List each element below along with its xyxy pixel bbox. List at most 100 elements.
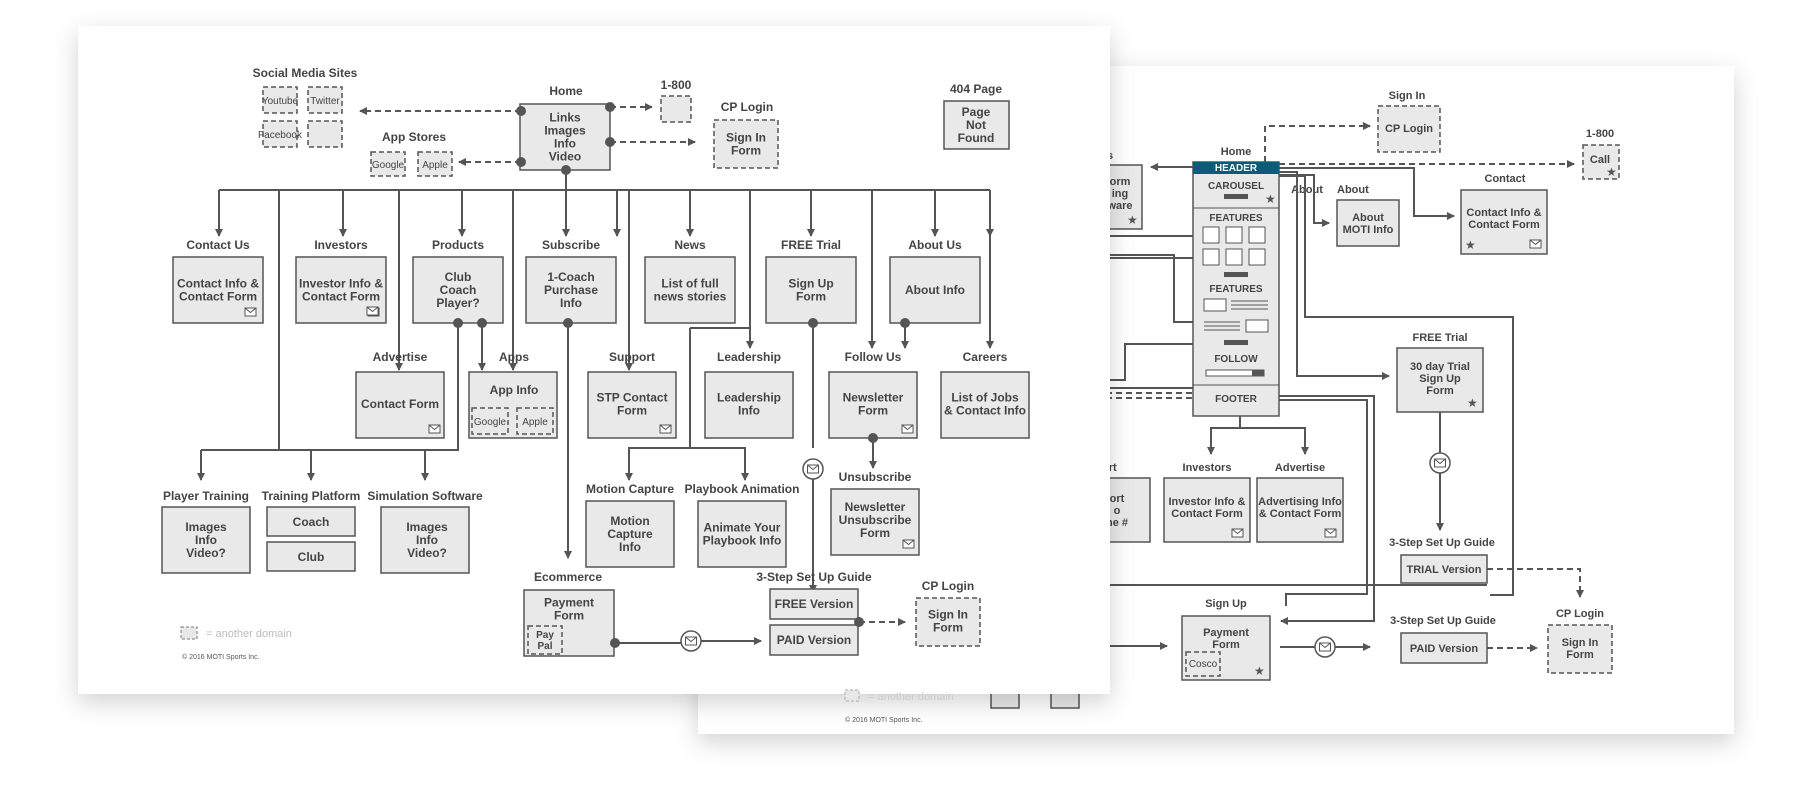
- contact-text-line: Contact Form: [179, 290, 257, 304]
- paid-version-text-line: PAID Version: [777, 633, 851, 647]
- star-icon: ★: [1606, 165, 1617, 179]
- cp-login2-box: [915, 597, 981, 647]
- social-title: Social Media Sites: [253, 66, 358, 80]
- mail-icon-flap: [1434, 458, 1446, 465]
- mail-icon: [901, 424, 914, 434]
- mail-icon-flap: [685, 636, 697, 643]
- home-text-line: Info: [554, 137, 576, 151]
- mail-icon-flap: [1231, 528, 1244, 535]
- back-carousel-bar: [1224, 194, 1248, 199]
- mail-icon: [902, 539, 915, 549]
- back-home-to-signup: [1279, 395, 1375, 625]
- cp-login-text-line: Sign In: [726, 131, 766, 145]
- cp-login-title: CP Login: [721, 100, 773, 114]
- back-paid-version-text-line: PAID Version: [1410, 643, 1479, 655]
- coach-text-line: Coach: [293, 515, 330, 529]
- apps-store-label: Google: [474, 417, 507, 428]
- back-investors-text-line: Contact Form: [1171, 508, 1243, 520]
- player-training-text-line: Info: [195, 533, 217, 547]
- subscribe-text-line: Info: [560, 296, 582, 310]
- 1800-box: [660, 95, 692, 123]
- leadership-text-line: Leadership: [717, 391, 781, 405]
- back-home-to-trial: [1279, 171, 1390, 380]
- back-freetrial-text-line: Form: [1426, 385, 1454, 397]
- social-site-label: Facebook: [258, 130, 303, 141]
- back-advertise-text-line: Advertising Info: [1258, 496, 1342, 508]
- back-investors-title: Investors: [1183, 462, 1232, 474]
- unsubscribe-text-line: Unsubscribe: [839, 513, 912, 527]
- back-trial-version-text-line: TRIAL Version: [1407, 564, 1482, 576]
- back-paid-version-box: [1400, 632, 1488, 664]
- back-feature-tile: [1248, 248, 1266, 266]
- legend-swatch: [180, 626, 198, 640]
- back-left-text-line: orm: [1110, 176, 1131, 188]
- mail-icon: [807, 464, 819, 474]
- player-training-text-line: Images: [185, 520, 227, 534]
- advertise-text-line: Contact Form: [361, 397, 439, 411]
- investors-title: Investors: [314, 238, 368, 252]
- back-cplogin-text-line: Sign In: [1562, 637, 1599, 649]
- back-home-left5: [1106, 343, 1193, 381]
- mail-icon-flap: [1529, 239, 1542, 246]
- freetrial-title: FREE Trial: [781, 238, 841, 252]
- back-investors-text-line: Investor Info &: [1168, 496, 1245, 508]
- back-support-text-line: ne #: [1106, 517, 1128, 529]
- leadership-text-line: Info: [738, 404, 760, 418]
- mail-icon: [1319, 642, 1331, 652]
- mail-icon-flap: [1319, 642, 1331, 649]
- back-setup2-title: 3-Step Set Up Guide: [1390, 615, 1496, 627]
- paypal-box: [527, 625, 563, 655]
- simulation-text-line: Info: [416, 533, 438, 547]
- 404-title: 404 Page: [950, 82, 1002, 96]
- social-site-box: [262, 86, 298, 114]
- back-freetrial-text-line: Sign Up: [1419, 373, 1461, 385]
- about-box: [889, 256, 981, 324]
- home-text-line: Images: [544, 124, 586, 138]
- back-home-to-contact: [1279, 167, 1455, 220]
- playbook-text-line: Playbook Info: [703, 534, 782, 548]
- news-box: [644, 256, 736, 324]
- back-1800-text-line: Call: [1590, 154, 1610, 166]
- paypal-text-line: Pay: [536, 630, 554, 641]
- motion-text-line: Capture: [607, 527, 653, 541]
- back-about-title2: About: [1337, 184, 1369, 196]
- back-feature-tile: [1225, 248, 1243, 266]
- apps-store-box: [471, 407, 509, 435]
- app-stores-title: App Stores: [382, 130, 446, 144]
- back-feature-tile: [1225, 226, 1243, 244]
- back-features-bar: [1224, 272, 1248, 277]
- mail-icon: [244, 307, 257, 317]
- back-feature-thumb: [1203, 298, 1227, 312]
- club-box: [266, 541, 356, 572]
- back-setup1-title: 3-Step Set Up Guide: [1389, 537, 1495, 549]
- app-store-box: [370, 151, 406, 177]
- coach-box: [266, 506, 356, 537]
- simulation-text-line: Images: [406, 520, 448, 534]
- star-icon: ★: [1127, 213, 1138, 227]
- cp-login2-text-line: Form: [933, 621, 963, 635]
- apps-store-label: Apple: [522, 417, 548, 428]
- back-signup-text-line: Form: [1212, 639, 1240, 651]
- back-signin-text-line: CP Login: [1385, 123, 1433, 135]
- back-home-route: [1279, 175, 1514, 596]
- 404-text-line: Page: [962, 105, 991, 119]
- ecommerce-title: Ecommerce: [534, 570, 602, 584]
- back-contact-text-line: Contact Form: [1468, 219, 1540, 231]
- back-about-text-line: MOTI Info: [1343, 224, 1394, 236]
- mail-icon: [1529, 239, 1542, 249]
- back-about-text-line: About: [1352, 212, 1384, 224]
- mail-icon-flap: [428, 424, 441, 431]
- back-follow-label: FOLLOW: [1214, 354, 1258, 365]
- apps-title: Apps: [499, 350, 529, 364]
- back-to-advertise: [1240, 427, 1309, 455]
- back-to-investors: [1207, 416, 1241, 455]
- follow-text-line: Newsletter: [843, 391, 904, 405]
- mail-icon: [1324, 528, 1337, 538]
- back-legend-swatch: [844, 689, 860, 702]
- subscribe-box: [525, 256, 617, 324]
- back-copyright: © 2016 MOTI Sports Inc.: [845, 716, 923, 724]
- ecommerce-text-line: Payment: [544, 596, 594, 610]
- mail-icon: [1434, 458, 1446, 468]
